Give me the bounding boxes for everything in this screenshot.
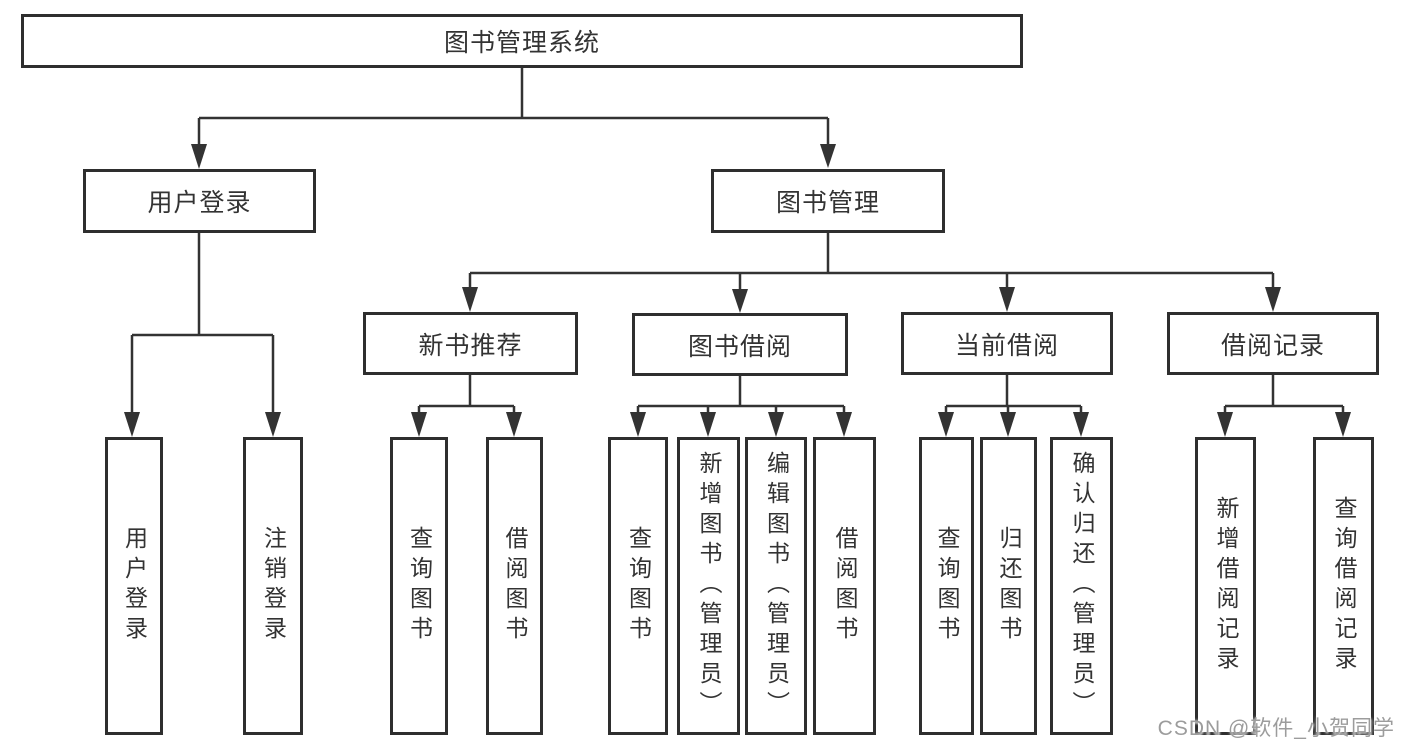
node-confirm-return-admin: 确认归还（管理员） <box>1050 437 1113 735</box>
node-query-books-current-label: 查询图书 <box>934 526 960 646</box>
arrowhead-icon <box>700 412 716 437</box>
node-login: 用户登录 <box>105 437 163 735</box>
node-current-borrowing: 当前借阅 <box>901 312 1113 375</box>
arrowhead-icon <box>732 289 748 313</box>
node-borrowing-records: 借阅记录 <box>1167 312 1379 375</box>
arrowhead-icon <box>999 287 1015 312</box>
node-logout-label: 注销登录 <box>260 526 287 646</box>
node-add-books-admin-label: 新增图书（管理员） <box>696 451 722 721</box>
node-borrowing-records-label: 借阅记录 <box>1220 331 1325 360</box>
arrowhead-icon <box>411 412 427 437</box>
node-library-system-label: 图书管理系统 <box>443 29 600 57</box>
node-user-login-label: 用户登录 <box>147 189 252 217</box>
arrowhead-icon <box>1335 412 1351 437</box>
watermark: CSDN @软件_小贺同学 <box>1157 717 1395 740</box>
node-current-borrowing-label: 当前借阅 <box>954 331 1059 360</box>
node-add-borrow-record-label: 新增借阅记录 <box>1213 496 1239 676</box>
node-borrow-books-recommend-label: 借阅图书 <box>502 526 528 646</box>
node-book-management-label: 图书管理 <box>775 189 880 217</box>
node-edit-books-admin-label: 编辑图书（管理员） <box>763 451 790 721</box>
arrowhead-icon <box>836 412 852 437</box>
arrowhead-icon <box>938 412 954 437</box>
node-add-books-admin: 新增图书（管理员） <box>677 437 740 735</box>
node-borrow-books: 借阅图书 <box>813 437 876 735</box>
arrowhead-icon <box>1073 412 1089 437</box>
node-query-borrow-record-label: 查询借阅记录 <box>1331 496 1357 676</box>
node-query-books-borrowing: 查询图书 <box>608 437 668 735</box>
node-new-book-recommend-label: 新书推荐 <box>418 331 523 360</box>
node-query-borrow-record: 查询借阅记录 <box>1313 437 1374 735</box>
arrowhead-icon <box>630 412 646 437</box>
arrowhead-icon <box>1217 412 1233 437</box>
arrowhead-icon <box>1000 412 1016 437</box>
node-new-book-recommend: 新书推荐 <box>363 312 578 375</box>
node-query-books-recommend-label: 查询图书 <box>406 526 433 646</box>
node-borrow-books-label: 借阅图书 <box>832 526 858 646</box>
node-add-borrow-record: 新增借阅记录 <box>1195 437 1256 735</box>
node-edit-books-admin: 编辑图书（管理员） <box>745 437 807 735</box>
arrowhead-icon <box>506 412 522 437</box>
arrowhead-icon <box>768 412 784 437</box>
node-query-books-recommend: 查询图书 <box>390 437 448 735</box>
node-library-system: 图书管理系统 <box>21 14 1023 68</box>
node-query-books-current: 查询图书 <box>919 437 974 735</box>
node-return-books-label: 归还图书 <box>996 526 1022 646</box>
arrowhead-icon <box>124 412 140 437</box>
node-book-borrowing-label: 图书借阅 <box>687 332 792 361</box>
node-query-books-borrowing-label: 查询图书 <box>625 526 652 646</box>
node-book-borrowing: 图书借阅 <box>632 313 848 376</box>
arrowhead-icon <box>820 144 836 168</box>
arrowhead-icon <box>462 287 478 312</box>
node-borrow-books-recommend: 借阅图书 <box>486 437 543 735</box>
node-confirm-return-admin-label: 确认归还（管理员） <box>1069 451 1095 721</box>
node-book-management: 图书管理 <box>711 169 945 233</box>
arrowhead-icon <box>1265 287 1281 312</box>
node-return-books: 归还图书 <box>980 437 1037 735</box>
arrowhead-icon <box>265 412 281 437</box>
node-user-login: 用户登录 <box>83 169 316 233</box>
arrowhead-icon <box>191 144 207 169</box>
node-login-label: 用户登录 <box>121 526 148 646</box>
node-logout: 注销登录 <box>243 437 303 735</box>
